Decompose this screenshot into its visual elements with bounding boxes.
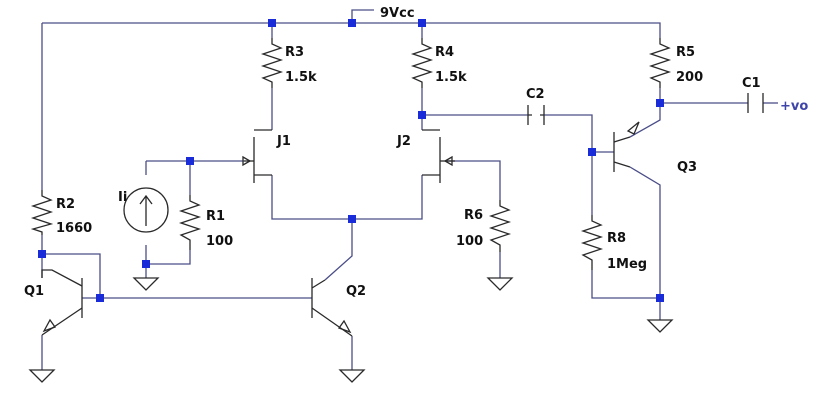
r6-label: R6 (464, 208, 483, 223)
r5-q3-collector-wire (629, 88, 661, 138)
junction-node (656, 99, 664, 107)
r4-label: R4 (435, 45, 454, 60)
output-label: +vo (780, 99, 808, 114)
resistor-r6 (488, 200, 512, 252)
r1-label: R1 (206, 209, 225, 224)
q2-label: Q2 (346, 284, 366, 299)
r8-bottom-wire (591, 270, 660, 299)
r1-value: 100 (206, 234, 233, 249)
q2-collector-wire (324, 219, 353, 281)
junction-node (348, 215, 356, 223)
r2-bottom-wire (41, 235, 101, 298)
junction-node (418, 111, 426, 119)
r8-value: 1Meg (607, 257, 647, 272)
q1-label: Q1 (24, 284, 44, 299)
c2-label: C2 (526, 87, 545, 102)
r4-value: 1.5k (435, 70, 467, 85)
capacitor-c1 (747, 93, 764, 113)
junction-nodes (38, 19, 664, 302)
resistor-r1 (178, 195, 202, 250)
r2-label: R2 (56, 197, 75, 212)
ground-symbol-q1 (28, 369, 56, 383)
jfet-j1 (242, 129, 272, 183)
wires (41, 9, 778, 370)
r3-value: 1.5k (285, 70, 317, 85)
resistor-r4 (410, 38, 434, 88)
j2-gate-r6-wire (445, 160, 501, 200)
junction-node (96, 294, 104, 302)
c2-q3-base-wire (544, 114, 593, 215)
ii-label: Ii (118, 190, 127, 205)
resistor-r3 (260, 38, 284, 88)
junction-node (348, 19, 356, 27)
r3-label: R3 (285, 45, 304, 60)
ground-symbol-r6 (486, 277, 514, 291)
c1-label: C1 (742, 76, 761, 91)
current-source-ii (123, 187, 169, 233)
r1-bottom-wire (146, 250, 191, 265)
r8-label: R8 (607, 231, 626, 246)
r5-value: 200 (676, 70, 703, 85)
bjt-q2 (311, 278, 353, 337)
supply-label: 9Vcc (380, 6, 415, 21)
supply-rail-wire (42, 22, 661, 38)
q3-label: Q3 (677, 160, 697, 175)
resistor-r2 (30, 190, 54, 235)
capacitor-c2 (527, 105, 545, 125)
ground-symbol-q3 (646, 319, 674, 333)
supply-label-wire (351, 9, 374, 23)
r5-label: R5 (676, 45, 695, 60)
r2-value: 1660 (56, 221, 92, 236)
junction-node (656, 294, 664, 302)
junction-node (418, 19, 426, 27)
junction-node (268, 19, 276, 27)
ground-symbol-q2 (338, 369, 366, 383)
resistor-r8 (580, 215, 604, 270)
jfet-j2 (422, 129, 455, 183)
resistor-r5 (648, 38, 672, 88)
junction-node (38, 250, 46, 258)
bjt-q3 (613, 121, 640, 172)
j1-label: J1 (276, 134, 291, 149)
junction-node (588, 148, 596, 156)
junction-node (142, 260, 150, 268)
source-tie-wire (271, 175, 423, 220)
bjt-q1 (41, 269, 83, 336)
junction-node (186, 157, 194, 165)
r6-value: 100 (456, 234, 483, 249)
j2-label: J2 (396, 134, 411, 149)
ground-symbol-ii (132, 277, 160, 291)
q3-emitter-wire (629, 166, 661, 320)
